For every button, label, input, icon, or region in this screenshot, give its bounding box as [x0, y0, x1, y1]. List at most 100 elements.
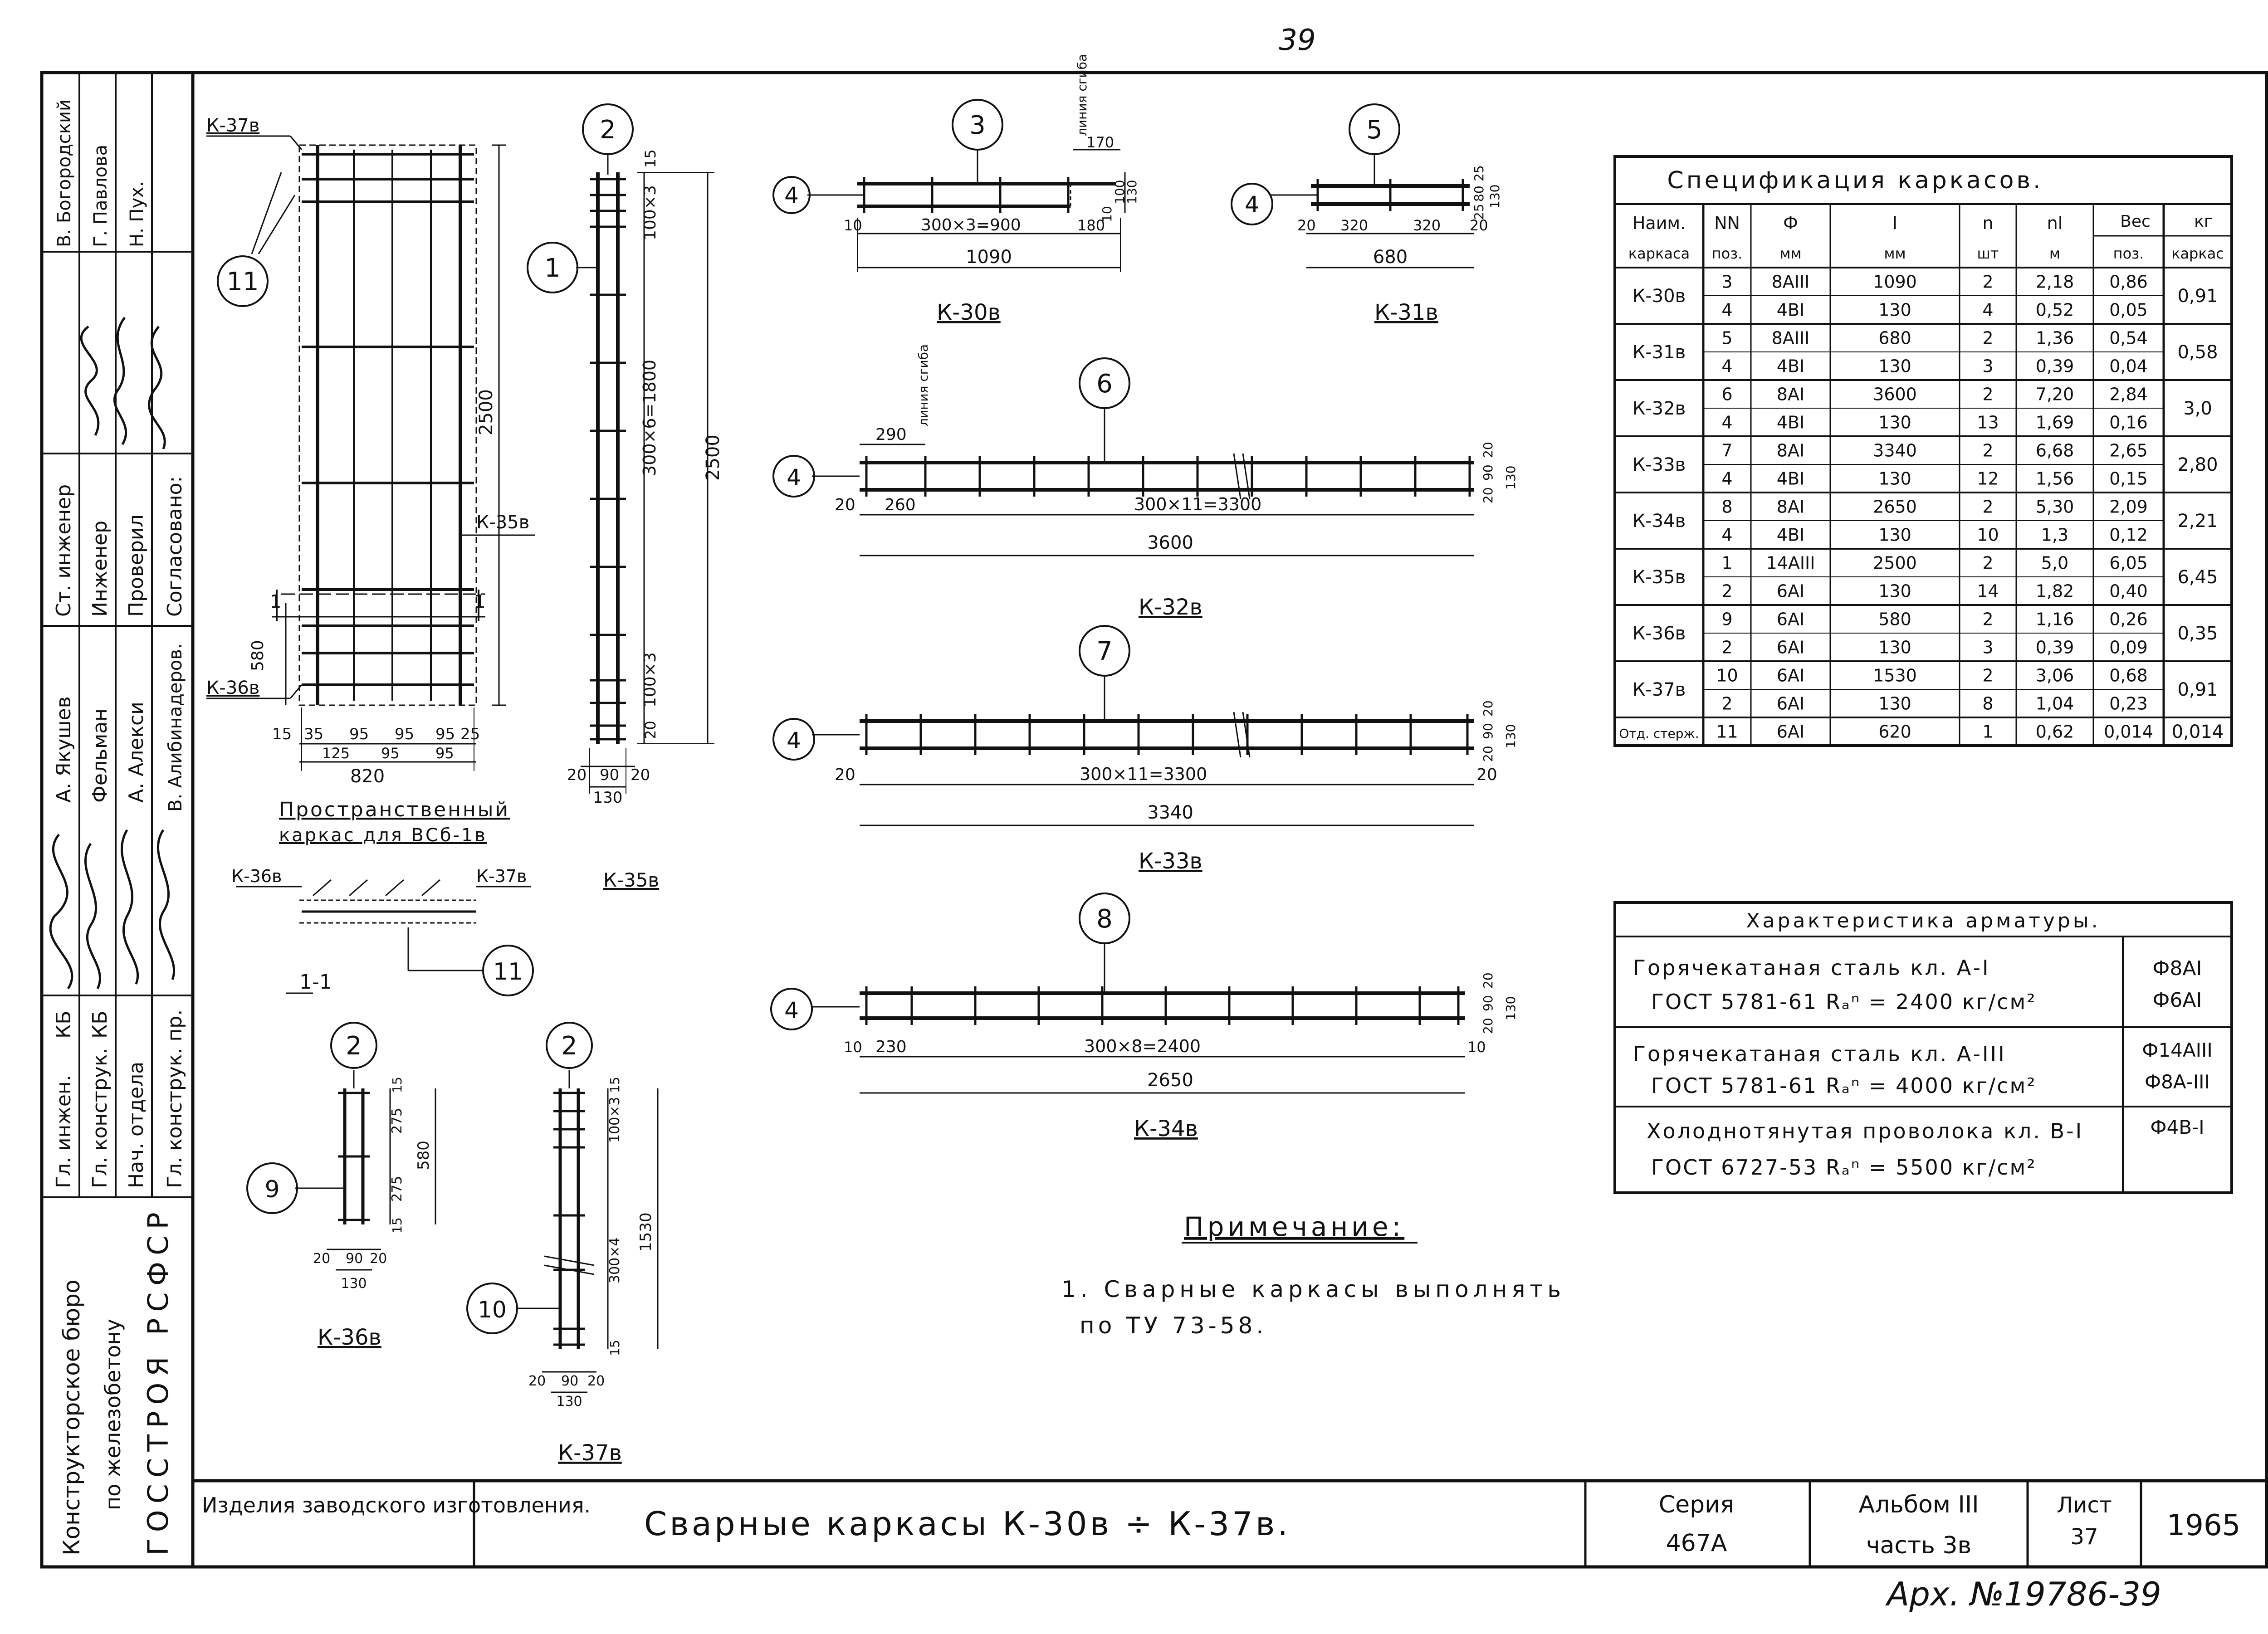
- k30-dim: 100: [1112, 180, 1127, 204]
- dim-label: 25: [460, 725, 480, 743]
- k33-dim: 130: [1503, 724, 1518, 748]
- spec-cell: 9: [1721, 610, 1732, 629]
- section-caption: 1-1: [299, 971, 332, 994]
- k30-dim: 130: [1124, 180, 1139, 204]
- signatures: [49, 317, 176, 990]
- k35-dim: 20: [642, 721, 659, 739]
- spec-cell: 6АI: [1777, 638, 1804, 658]
- spec-cell: 1,16: [2036, 610, 2074, 629]
- spec-cell: 8АI: [1777, 497, 1804, 517]
- k36-callout-side: 9: [264, 1176, 279, 1203]
- k31-dim: 320: [1340, 217, 1368, 234]
- k34-dim: 90: [1481, 995, 1496, 1011]
- k37-dim: 300×4: [607, 1238, 623, 1283]
- spec-cell: 0,014: [2104, 722, 2153, 742]
- k32-bend: линия сгиба: [916, 344, 931, 426]
- note-line2: по ТУ 73-58.: [1080, 1312, 1267, 1339]
- spec-frame-total: 3,0: [2183, 398, 2212, 419]
- spec-header-bottom: каркас: [2171, 245, 2224, 262]
- spec-cell: 4ВI: [1777, 413, 1804, 433]
- k34-frame: [770, 893, 1465, 1094]
- stamp-name: Фельман: [88, 708, 112, 803]
- armature-row-line1: Горячекатаная сталь кл. А-I: [1633, 956, 1990, 980]
- k33-length: 3340: [1147, 802, 1193, 823]
- title-block: [473, 1481, 2142, 1567]
- k30-caption: К-30в: [937, 300, 1001, 325]
- spec-frame-total: 0,014: [2172, 722, 2224, 742]
- k35-label-near-section: К-35в: [603, 869, 659, 891]
- spec-cell: 130: [1878, 694, 1911, 714]
- k35-callout-side: 1: [544, 254, 561, 283]
- k34-callout-top: 8: [1096, 904, 1113, 934]
- spec-cell: 0,23: [2109, 694, 2148, 714]
- k36-dim: 15: [390, 1217, 405, 1234]
- spec-cell: 8АIII: [1772, 272, 1810, 292]
- k37-dim: 20: [587, 1373, 605, 1389]
- spec-cell: 3,06: [2036, 666, 2074, 686]
- k31-dim: 20: [1470, 217, 1488, 234]
- k36-height: 580: [415, 1141, 433, 1170]
- stamp-role: Инженер: [88, 521, 112, 617]
- k30-dim: 10: [844, 217, 862, 234]
- spec-cell: 6: [1721, 385, 1732, 405]
- series-value: 467А: [1666, 1530, 1727, 1557]
- spec-cell: 3340: [1873, 441, 1917, 461]
- k33-caption: К-33в: [1139, 849, 1202, 874]
- spec-cell: 1: [1721, 553, 1732, 573]
- spec-cell: 8АIII: [1772, 328, 1810, 348]
- stamp-name: А. Алекси: [125, 702, 148, 803]
- k37-caption: К-37в: [558, 1440, 622, 1466]
- spec-cell: 8: [1721, 497, 1732, 517]
- title-product: Изделия заводского изготовления.: [202, 1493, 591, 1517]
- stamp-name: А. Якушев: [52, 696, 75, 803]
- spec-cell: 0,16: [2109, 413, 2148, 433]
- section-left-label: К-36в: [231, 866, 282, 886]
- spec-cell: 130: [1878, 356, 1911, 376]
- spec-frame-total: 0,58: [2177, 342, 2218, 363]
- k35-callout-top: 2: [600, 115, 616, 145]
- spec-cell: 4: [1721, 356, 1732, 376]
- spec-cell: 4ВI: [1777, 300, 1804, 320]
- section-1-1: [236, 879, 534, 996]
- stamp-org-line3: ГОССТРОЯ РСФСР: [142, 1206, 175, 1556]
- armature-grade: Ф8АI: [2153, 957, 2202, 980]
- spec-cell: 0,40: [2109, 581, 2148, 601]
- spec-cell: 2650: [1873, 497, 1917, 517]
- spec-header-bottom: мм: [1884, 245, 1906, 262]
- k35-frame: [527, 103, 714, 794]
- k32-dim: 20: [1481, 442, 1496, 458]
- year: 1965: [2167, 1509, 2241, 1542]
- k30-dim: 10: [1100, 206, 1114, 222]
- spec-cell: 5: [1721, 328, 1732, 348]
- spec-frame-name: К-31в: [1633, 342, 1686, 363]
- section-callout: 11: [493, 958, 523, 985]
- sheet-label: Лист: [2057, 1493, 2112, 1518]
- k31-length: 680: [1373, 247, 1408, 268]
- spec-cell: 7,20: [2036, 385, 2074, 405]
- spec-cell: 3: [1982, 638, 1993, 658]
- series-label: Серия: [1659, 1491, 1734, 1518]
- spec-cell: 1530: [1873, 666, 1917, 686]
- spec-cell: 6АI: [1777, 722, 1804, 742]
- k33-callout-top: 7: [1096, 637, 1113, 666]
- spec-frame-total: 6,45: [2177, 567, 2218, 588]
- k33-dim: 20: [1481, 746, 1496, 762]
- spec-cell: 5,30: [2036, 497, 2074, 517]
- spatial-right-label: К-35в: [476, 512, 529, 533]
- spec-cell: 14АIII: [1766, 553, 1815, 573]
- page-number: 39: [1279, 24, 1315, 57]
- k35-height: 2500: [703, 434, 723, 481]
- k34-callout-side: 4: [784, 997, 799, 1024]
- k30-frame: [772, 99, 1126, 272]
- spec-cell: 4: [1982, 300, 1993, 320]
- spec-cell: 8: [1982, 694, 1993, 714]
- spec-header-bottom: поз.: [1712, 245, 1743, 262]
- spec-cell: 3: [1721, 272, 1732, 292]
- k34-dim: 10: [1467, 1039, 1486, 1056]
- side-stamp-text: Гл. инжен. Гл. конструк. Нач. отдела Гл.…: [52, 99, 186, 1556]
- stamp-name: В. Алибинадеров.: [165, 643, 186, 812]
- k34-caption: К-34в: [1134, 1116, 1198, 1141]
- k35-dim: 20: [567, 766, 587, 784]
- spatial-caption: Пространственный: [279, 798, 510, 821]
- k30-dim: 300×3=900: [921, 216, 1021, 234]
